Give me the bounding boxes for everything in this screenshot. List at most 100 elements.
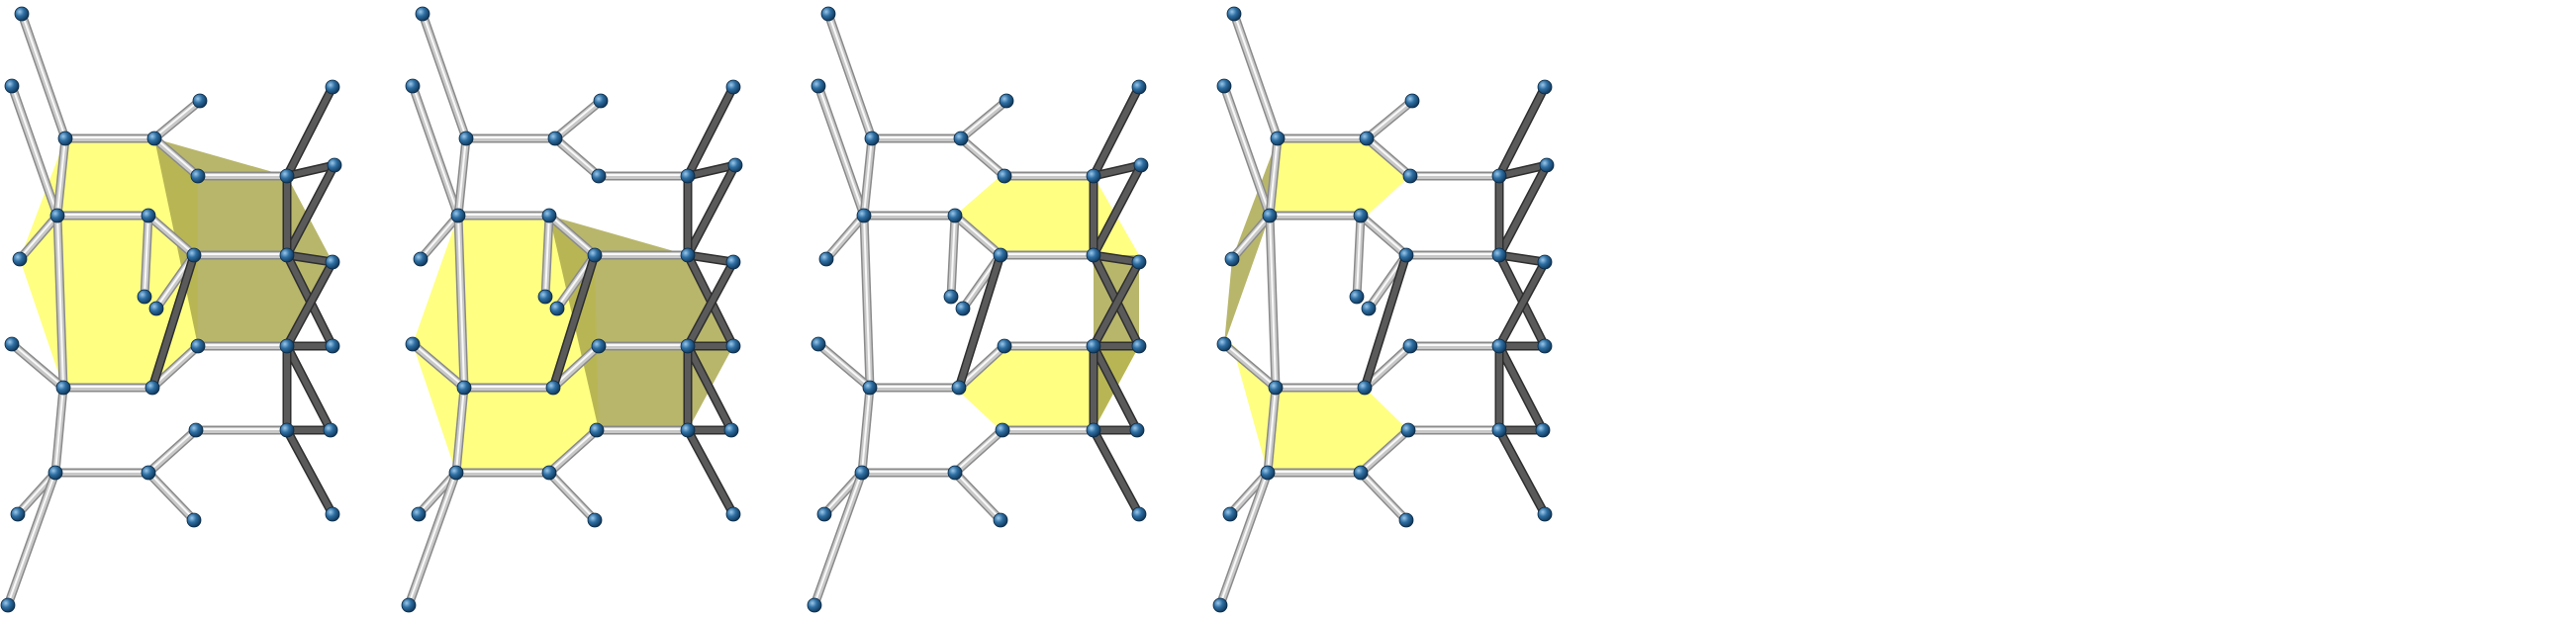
atom-node: [1353, 465, 1369, 481]
atom-node: [325, 506, 340, 522]
bond-highlight: [548, 471, 596, 520]
atom-node: [587, 512, 603, 528]
atom-node: [953, 131, 969, 146]
atom-node: [1491, 338, 1507, 354]
atom-node: [279, 422, 295, 438]
atom-node: [727, 157, 743, 173]
atom-node: [816, 506, 832, 522]
bond-dark: [1496, 427, 1548, 517]
light-bonds: [1215, 9, 1504, 610]
atom-node: [137, 289, 152, 305]
bond-highlight: [147, 471, 195, 520]
bond-dark: [284, 252, 335, 265]
atom-node: [1537, 338, 1553, 354]
bond-dark: [1496, 162, 1550, 258]
atom-node: [856, 208, 872, 223]
atom-node: [680, 422, 696, 438]
atom-node: [547, 131, 563, 146]
atom-node: [549, 301, 565, 316]
bond-highlight: [960, 99, 1007, 138]
atom-node: [1400, 422, 1416, 438]
atom-node: [148, 301, 164, 316]
atom-node: [1537, 79, 1553, 95]
atom-node: [807, 597, 822, 613]
bond-highlight: [1360, 214, 1407, 255]
bond-highlight: [954, 428, 1003, 473]
atom-node: [279, 247, 295, 263]
atom-node: [401, 597, 417, 613]
atom-node: [325, 79, 340, 95]
atom-node: [1537, 506, 1553, 522]
atom-node: [1086, 247, 1101, 263]
bond-dark: [685, 162, 738, 258]
atom-node: [820, 6, 836, 22]
bond-highlight: [817, 342, 871, 388]
bond-highlight: [827, 12, 873, 138]
atom-node: [14, 6, 30, 22]
atom-node: [545, 380, 561, 396]
highlight-face: [1270, 138, 1410, 216]
atom-node: [1224, 251, 1240, 267]
bond-highlight: [554, 136, 600, 176]
atom-node: [725, 79, 741, 95]
atom-node: [55, 380, 71, 396]
bond-dark: [1496, 343, 1546, 433]
bond-highlight: [552, 344, 600, 388]
atom-node: [1216, 78, 1232, 94]
atom-node: [1491, 168, 1507, 184]
atom-node: [864, 131, 880, 146]
dark-bonds: [147, 82, 339, 519]
atom-node: [1131, 254, 1147, 270]
atoms: [0, 6, 342, 613]
bond-highlight: [817, 84, 865, 216]
atom-node: [1270, 131, 1286, 146]
atom-node: [10, 506, 26, 522]
atom-node: [405, 78, 421, 94]
bond-dark: [1091, 162, 1144, 179]
atom-node: [1537, 254, 1553, 270]
atom-node: [1212, 597, 1228, 613]
bond-dark: [1362, 252, 1409, 391]
atom-node: [450, 208, 466, 223]
bond-highlight: [1267, 386, 1277, 473]
atom-node: [448, 465, 464, 481]
dark-bonds: [1360, 82, 1552, 519]
atom-node: [1268, 380, 1284, 396]
atom-node: [589, 422, 605, 438]
bond-highlight: [56, 214, 64, 388]
atom-node: [1260, 465, 1276, 481]
atom-node: [725, 338, 741, 354]
atom-node: [1539, 157, 1555, 173]
atom-node: [190, 168, 206, 184]
atom-node: [993, 512, 1008, 528]
bond-dark: [149, 252, 197, 391]
atom-node: [141, 208, 156, 223]
bond-dark: [284, 343, 334, 433]
bond-dark: [284, 162, 337, 179]
bond-highlight: [958, 344, 1005, 388]
bond-highlight: [153, 99, 201, 138]
bond-dark: [284, 427, 335, 517]
atom-node: [1086, 338, 1101, 354]
bond-highlight: [457, 136, 467, 216]
bond-highlight: [554, 99, 602, 138]
atom-node: [192, 93, 208, 109]
bond-dark: [1091, 84, 1142, 179]
bond-highlight: [544, 214, 550, 297]
bond-dark: [685, 252, 736, 265]
atom-node: [1398, 512, 1414, 528]
bond-highlight: [457, 214, 465, 388]
highlight-face: [1232, 344, 1408, 473]
atom-node: [325, 338, 340, 354]
atom-node: [1226, 6, 1242, 22]
atoms: [1212, 6, 1555, 613]
bond-highlight: [1269, 136, 1279, 216]
bond-highlight: [11, 342, 64, 388]
atom-node: [1535, 422, 1551, 438]
dark-bonds: [954, 82, 1146, 519]
atom-node: [144, 380, 160, 396]
atom-node: [1131, 506, 1147, 522]
bond-highlight: [7, 471, 56, 605]
bond-dark: [1496, 259, 1548, 349]
